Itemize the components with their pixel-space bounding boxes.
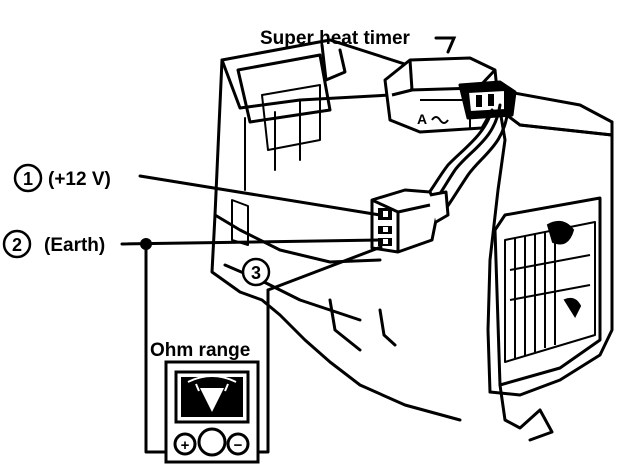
leader-lines [120, 36, 457, 292]
terminal-1-label: (+12 V) [48, 169, 111, 190]
ohmmeter-needle-icon [200, 388, 224, 412]
timer-leader [434, 36, 457, 54]
ohm-range-label: Ohm range [150, 340, 250, 361]
terminal-2-label: (Earth) [44, 235, 105, 256]
timer-mark: A [417, 111, 449, 127]
terminal-3-circle [241, 257, 271, 287]
connector [370, 188, 450, 254]
ohmmeter-selector-knob [197, 427, 227, 457]
svg-text:A: A [417, 111, 427, 127]
terminal-2-leader [120, 238, 382, 246]
heater-unit [210, 38, 614, 442]
terminal-1-callout: 1 (+12 V) [13, 163, 111, 193]
terminal-3-leader [266, 245, 383, 292]
terminal-2-callout: 2 (Earth) [2, 229, 105, 259]
terminal-1-circle [13, 163, 43, 193]
earth-junction-dot [140, 238, 152, 250]
ohmmeter-plus-jack [173, 432, 197, 456]
ohmmeter [164, 360, 260, 464]
terminal-1-leader [138, 174, 382, 217]
terminal-1-number: 1 [23, 169, 33, 189]
plus-symbol: + [181, 437, 190, 454]
minus-symbol: − [234, 437, 243, 454]
heater-core-fins [509, 220, 591, 358]
terminal-3-callout: 3 [241, 257, 271, 287]
terminal-3-number: 3 [251, 263, 261, 283]
super-heat-timer [383, 56, 517, 134]
ohmmeter-minus-jack [226, 432, 250, 456]
terminal-2-number: 2 [12, 235, 22, 255]
terminal-2-circle [2, 229, 32, 259]
timer-label: Super heat timer [260, 28, 411, 49]
